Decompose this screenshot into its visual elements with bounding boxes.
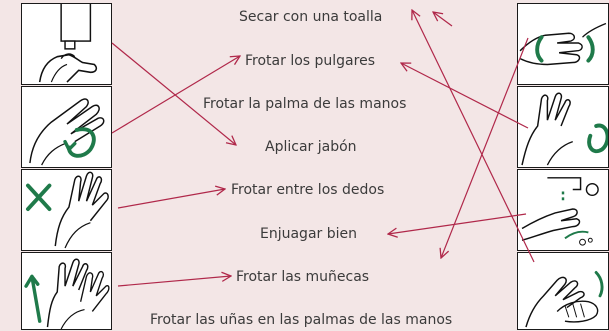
towel-dry-icon — [525, 271, 604, 328]
arrow-fingertips-to-pulgares — [401, 63, 529, 129]
picture-rinse-faucet — [517, 169, 609, 251]
label-unas: Frotar las uñas en las palmas de las man… — [150, 312, 453, 328]
fingertips-palm-icon — [521, 92, 608, 166]
picture-rub-palms — [21, 86, 112, 168]
label-secar: Secar con una toalla — [239, 9, 383, 25]
label-palma: Frotar la palma de las manos — [203, 96, 407, 112]
arrow-dispenser-to-jabon — [111, 42, 236, 145]
arrow-wrists-to-munecas — [117, 276, 231, 287]
label-munecas: Frotar las muñecas — [236, 269, 370, 285]
interlaced-fingers-icon — [26, 171, 109, 249]
arrow-rinse-to-enjuagar — [388, 213, 527, 234]
label-jabon: Aplicar jabón — [265, 139, 357, 155]
wrists-icon — [24, 258, 110, 329]
label-dedos: Frotar entre los dedos — [231, 182, 385, 198]
rub-palms-icon — [29, 98, 105, 166]
arrow-towel-to-secar — [412, 10, 535, 263]
picture-wrists — [21, 252, 112, 330]
rinse-faucet-icon — [521, 177, 599, 246]
arrow-secar-to-secar-top — [433, 12, 453, 27]
label-pulgares: Frotar los pulgares — [245, 53, 375, 69]
picture-thumb-rub — [517, 3, 609, 85]
arrow-palms-to-pulgares — [111, 56, 240, 134]
soap-dispenser-hands-icon — [38, 4, 98, 83]
arrow-thumb-to-secar — [441, 37, 529, 258]
thumb-rub-icon — [519, 22, 607, 66]
picture-interlaced-fingers — [21, 169, 112, 251]
label-enjuagar: Enjuagar bien — [260, 226, 357, 242]
picture-soap-dispenser — [21, 3, 112, 85]
picture-towel-dry — [517, 252, 609, 330]
picture-fingertips-palm — [517, 86, 609, 168]
arrow-fingers-to-dedos — [117, 189, 225, 209]
